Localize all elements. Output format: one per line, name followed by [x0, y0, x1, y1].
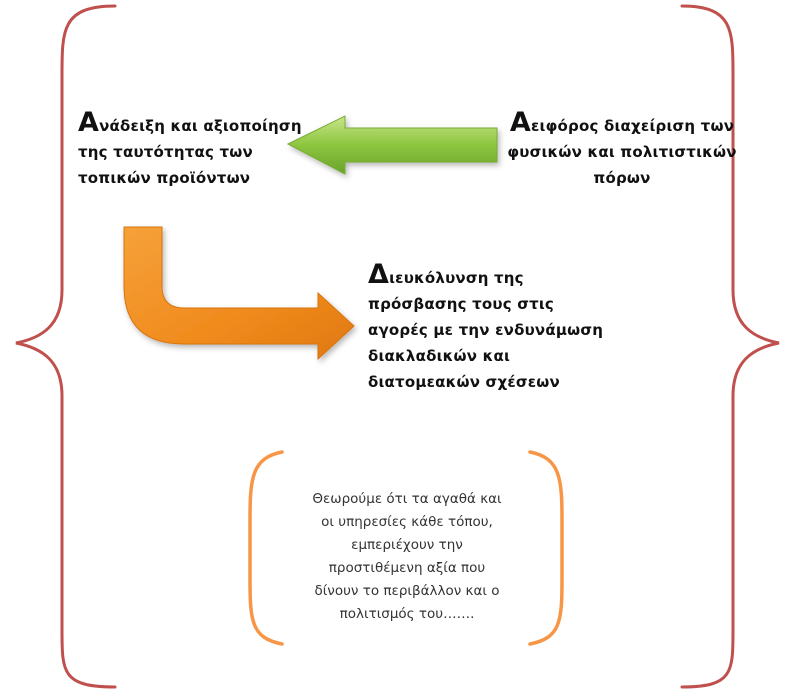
quote-line: προστιθέμενη αξία που [328, 560, 486, 576]
center-block-line4: διακλαδικών και [368, 347, 510, 365]
left-block-line1: Ανάδειξη και αξιοποίηση [78, 107, 308, 139]
outer-left-brace [15, 4, 117, 689]
center-block-line5: διατομεακών σχέσεων [368, 373, 560, 391]
right-text-block: Αειφόρος διαχείριση των φυσικών και πολι… [502, 107, 742, 191]
right-block-line2: φυσικών και πολιτιστικών [507, 143, 737, 161]
quote-line: πολιτισμός του……. [339, 606, 475, 622]
center-block-line3: αγορές με την ενδυνάμωση [368, 321, 604, 339]
green-left-arrow [286, 115, 498, 175]
left-block-line3: τοπικών προϊόντων [78, 169, 251, 187]
quote-line: Θεωρούμε ότι τα αγαθά και [312, 491, 502, 507]
quote-line: εμπεριέχουν την [351, 537, 463, 553]
outer-right-brace [680, 4, 780, 689]
right-block-initial: Α [509, 107, 531, 138]
right-block-line3: πόρων [593, 169, 651, 187]
right-block-line1-rest: ειφόρος διαχείριση των [531, 117, 735, 135]
quote-text-block: Θεωρούμε ότι τα αγαθά και οι υπηρεσίες κ… [278, 488, 536, 626]
center-block-initial: Δ [368, 259, 390, 290]
orange-bent-arrow [123, 226, 355, 361]
left-block-line1-rest: νάδειξη και αξιοποίηση [99, 117, 302, 135]
center-block-line1: Διευκόλυνση της [368, 259, 618, 291]
quote-line: δίνουν το περιβάλλον και ο [314, 583, 500, 599]
inner-right-bracket [528, 450, 564, 646]
center-block-line2: πρόσβασης τους στις [368, 295, 555, 313]
right-block-line1: Αειφόρος διαχείριση των [502, 107, 742, 139]
quote-line: οι υπηρεσίες κάθε τόπου, [321, 514, 493, 530]
center-block-line1-rest: ιευκόλυνση της [389, 269, 524, 287]
inner-left-bracket [248, 450, 284, 646]
left-block-line2: της ταυτότητας των [78, 143, 253, 161]
center-text-block: Διευκόλυνση της πρόσβασης τους στις αγορ… [368, 259, 618, 395]
left-text-block: Ανάδειξη και αξιοποίηση της ταυτότητας τ… [78, 107, 308, 191]
left-block-initial: Α [78, 107, 100, 138]
